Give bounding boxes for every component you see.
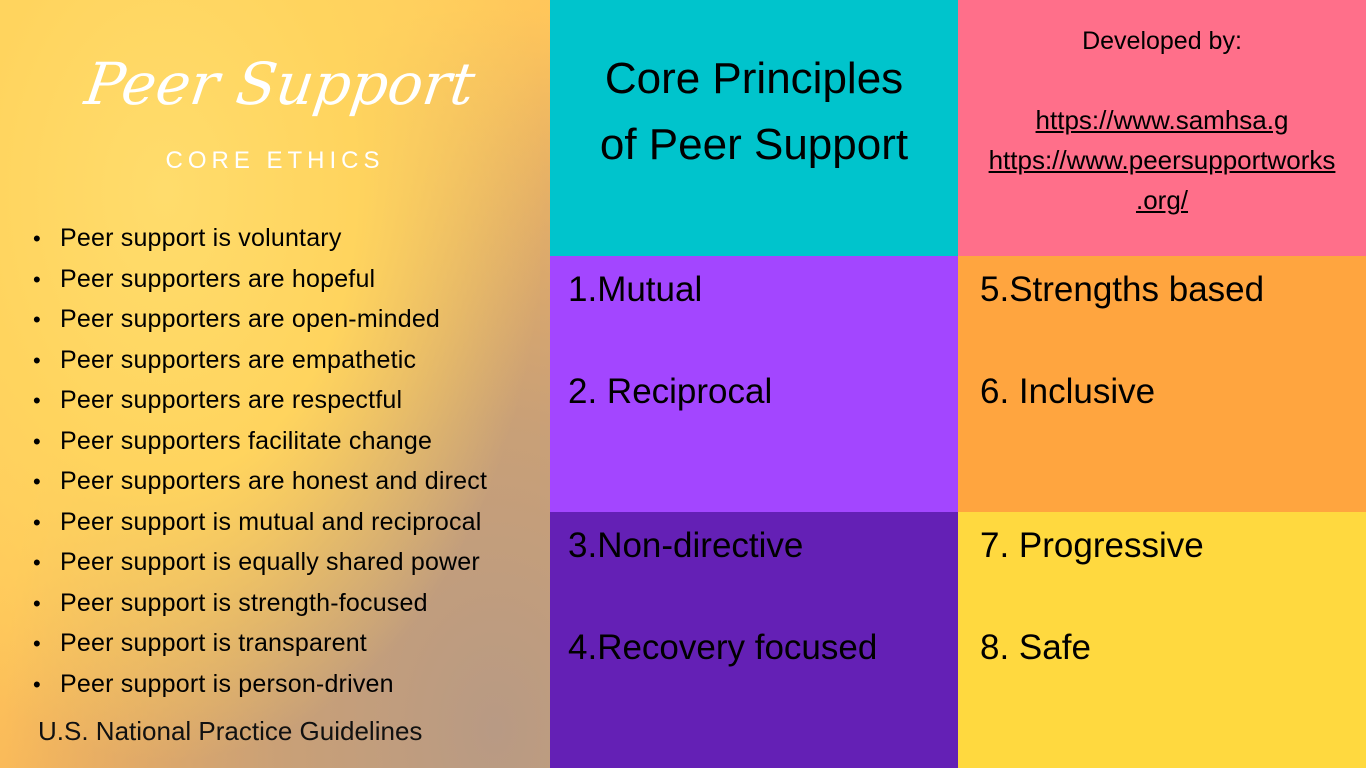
list-item: Peer supporters are respectful	[33, 382, 487, 423]
title-line-2: of Peer Support	[599, 120, 909, 169]
principles-cell-4: 7. Progressive 8. Safe	[958, 512, 1366, 768]
developed-by-cell: Developed by: https://www.samhsa.g https…	[958, 0, 1366, 256]
list-item: Peer support is person-driven	[33, 666, 487, 707]
principle-inclusive: 6. Inclusive	[980, 372, 1156, 411]
principle-strengths-based: 5.Strengths based	[980, 270, 1265, 309]
peer-support-script-title: Peer Support	[80, 50, 480, 118]
list-item: Peer support is strength-focused	[33, 585, 487, 626]
list-item: Peer supporters are empathetic	[33, 342, 487, 383]
developed-by-label: Developed by:	[1082, 27, 1242, 55]
principle-safe: 8. Safe	[980, 628, 1091, 667]
peersupportworks-link-cont[interactable]: .org/	[1135, 185, 1189, 215]
page-title: Core Principles of Peer Support	[550, 46, 958, 178]
list-item: Peer supporters facilitate change	[33, 423, 487, 464]
list-item: Peer support is voluntary	[33, 220, 487, 261]
list-item: Peer support is equally shared power	[33, 544, 487, 585]
principle-reciprocal: 2. Reciprocal	[568, 372, 773, 411]
principle-recovery-focused: 4.Recovery focused	[568, 628, 878, 667]
ethics-panel: Peer Support CORE ETHICS Peer support is…	[0, 0, 550, 768]
core-ethics-subtitle: CORE ETHICS	[165, 147, 385, 174]
principles-cell-3: 5.Strengths based 6. Inclusive	[958, 256, 1366, 512]
principles-cell-1: 1.Mutual 2. Reciprocal	[550, 256, 958, 512]
title-line-1: Core Principles	[604, 54, 904, 103]
list-item: Peer supporters are hopeful	[33, 261, 487, 302]
list-item: Peer support is transparent	[33, 625, 487, 666]
principle-non-directive: 3.Non-directive	[568, 526, 804, 565]
principles-title-cell: Core Principles of Peer Support	[550, 0, 958, 256]
list-item: Peer supporters are honest and direct	[33, 463, 487, 504]
ethics-list: Peer support is voluntary Peer supporter…	[33, 220, 487, 706]
list-item: Peer supporters are open-minded	[33, 301, 487, 342]
guidelines-footer: U.S. National Practice Guidelines	[38, 716, 423, 746]
principles-cell-2: 3.Non-directive 4.Recovery focused	[550, 512, 958, 768]
peersupportworks-link[interactable]: https://www.peersupportworks	[988, 145, 1336, 175]
list-item: Peer support is mutual and reciprocal	[33, 504, 487, 545]
principle-mutual: 1.Mutual	[568, 270, 703, 309]
principle-progressive: 7. Progressive	[980, 526, 1204, 565]
samhsa-link[interactable]: https://www.samhsa.g	[1035, 105, 1289, 135]
